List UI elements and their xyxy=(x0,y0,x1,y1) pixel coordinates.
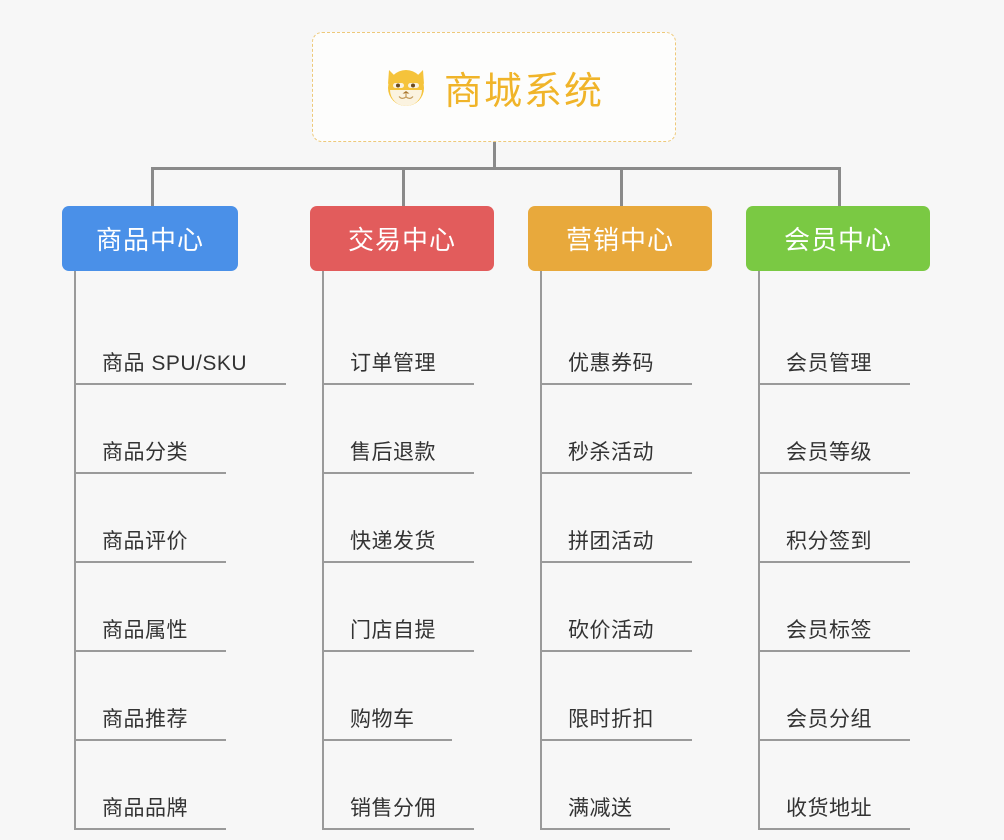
branch-spine xyxy=(322,271,324,828)
leaf-item-label: 满减送 xyxy=(568,797,633,820)
leaf-item[interactable]: 会员等级 xyxy=(758,440,910,474)
leaf-item-label: 拼团活动 xyxy=(568,530,654,553)
leaf-item-label: 限时折扣 xyxy=(568,708,654,731)
leaf-item-label: 商品评价 xyxy=(102,530,188,553)
connector-drop-1 xyxy=(151,167,154,208)
branch-header-2[interactable]: 交易中心 xyxy=(310,206,494,271)
leaf-item[interactable]: 会员管理 xyxy=(758,351,910,385)
leaf-item[interactable]: 商品品牌 xyxy=(74,796,226,830)
leaf-item-label: 订单管理 xyxy=(350,352,436,375)
leaf-item-label: 快递发货 xyxy=(350,530,436,553)
branch-header-1[interactable]: 商品中心 xyxy=(62,206,238,271)
branch-header-3[interactable]: 营销中心 xyxy=(528,206,712,271)
leaf-item[interactable]: 优惠券码 xyxy=(540,351,692,385)
leaf-item-label: 门店自提 xyxy=(350,619,436,642)
branch-spine xyxy=(540,271,542,828)
leaf-item-label: 商品推荐 xyxy=(102,708,188,731)
leaf-item-label: 会员分组 xyxy=(786,708,872,731)
branch-spine xyxy=(74,271,76,828)
leaf-item[interactable]: 商品属性 xyxy=(74,618,226,652)
connector-drop-4 xyxy=(838,167,841,208)
leaf-item[interactable]: 快递发货 xyxy=(322,529,474,563)
leaf-item[interactable]: 商品评价 xyxy=(74,529,226,563)
leaf-item[interactable]: 积分签到 xyxy=(758,529,910,563)
leaf-item-label: 砍价活动 xyxy=(568,619,654,642)
leaf-item[interactable]: 商品推荐 xyxy=(74,707,226,741)
leaf-item[interactable]: 秒杀活动 xyxy=(540,440,692,474)
leaf-item-label: 会员标签 xyxy=(786,619,872,642)
leaf-item-label: 商品属性 xyxy=(102,619,188,642)
leaf-item[interactable]: 限时折扣 xyxy=(540,707,692,741)
leaf-item[interactable]: 门店自提 xyxy=(322,618,474,652)
leaf-item[interactable]: 满减送 xyxy=(540,796,670,830)
leaf-item-label: 收货地址 xyxy=(786,797,872,820)
leaf-item[interactable]: 会员标签 xyxy=(758,618,910,652)
leaf-item-label: 积分签到 xyxy=(786,530,872,553)
leaf-item[interactable]: 收货地址 xyxy=(758,796,910,830)
leaf-item[interactable]: 商品 SPU/SKU xyxy=(74,351,286,385)
leaf-item[interactable]: 会员分组 xyxy=(758,707,910,741)
leaf-item-label: 商品品牌 xyxy=(102,797,188,820)
branch-spine xyxy=(758,271,760,828)
connector-drop-3 xyxy=(620,167,623,208)
leaf-item-label: 会员管理 xyxy=(786,352,872,375)
leaf-item[interactable]: 订单管理 xyxy=(322,351,474,385)
shiba-dog-face-icon xyxy=(384,64,430,110)
leaf-item-label: 售后退款 xyxy=(350,441,436,464)
connector-drop-2 xyxy=(402,167,405,208)
leaf-item-label: 商品 SPU/SKU xyxy=(102,352,248,375)
leaf-item[interactable]: 商品分类 xyxy=(74,440,226,474)
branch-header-4[interactable]: 会员中心 xyxy=(746,206,930,271)
connector-stem xyxy=(493,142,496,169)
leaf-item-label: 商品分类 xyxy=(102,441,188,464)
leaf-item-label: 优惠券码 xyxy=(568,352,654,375)
leaf-item[interactable]: 拼团活动 xyxy=(540,529,692,563)
leaf-item[interactable]: 购物车 xyxy=(322,707,452,741)
leaf-item[interactable]: 售后退款 xyxy=(322,440,474,474)
leaf-item-label: 会员等级 xyxy=(786,441,872,464)
connector-bus xyxy=(151,167,838,170)
root-node[interactable]: 商城系统 xyxy=(312,32,676,142)
root-title: 商城系统 xyxy=(443,70,604,113)
leaf-item[interactable]: 销售分佣 xyxy=(322,796,474,830)
leaf-item[interactable]: 砍价活动 xyxy=(540,618,692,652)
leaf-item-label: 秒杀活动 xyxy=(568,441,654,464)
leaf-item-label: 购物车 xyxy=(350,708,415,731)
leaf-item-label: 销售分佣 xyxy=(350,797,436,820)
